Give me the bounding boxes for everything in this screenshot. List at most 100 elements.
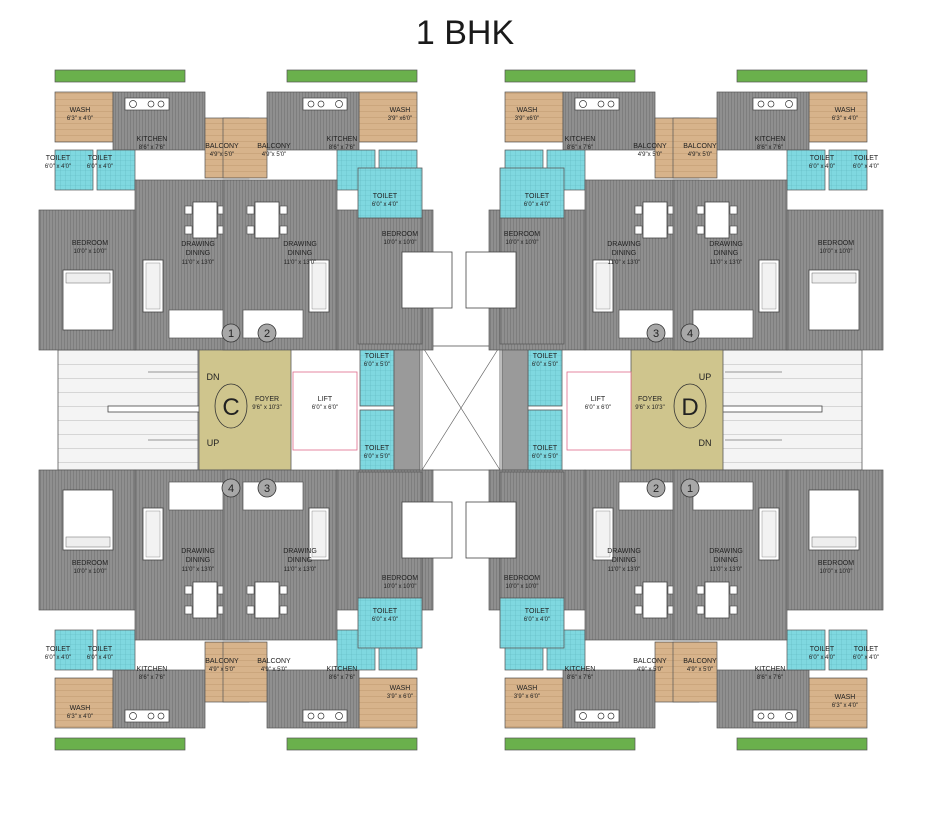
balcony-7-label: BALCONY [633, 658, 667, 665]
unit-number-circle-7 [646, 478, 666, 498]
toilet-tl1-dims: 6'0" x 4'0" [45, 164, 71, 170]
toilet-2 [96, 149, 136, 191]
core-bed-4 [465, 501, 517, 559]
drawing-dims-bottom-3: 11'0" x 13'0" [608, 567, 640, 573]
foyer-c-text-dims: 9'6" x 10'3" [252, 405, 282, 411]
kitchen-1-label: KITCHEN [137, 136, 168, 143]
kitchen-3-label: KITCHEN [565, 136, 596, 143]
kitchen-5-label: KITCHEN [137, 666, 168, 673]
toilet-2 [96, 629, 136, 671]
sofa [142, 259, 164, 313]
unit-number-circle-8 [680, 478, 700, 498]
core-toilet-d2-text-label: TOILET [533, 445, 558, 452]
toilet-1 [828, 629, 868, 671]
wash-tc-l-label: WASH [390, 107, 411, 114]
unit-number-2: 2 [264, 328, 270, 340]
kitchen-counter [302, 97, 348, 111]
kitchen-4-dims: 8'6" x 7'6" [757, 145, 783, 151]
bedroom-tr-label: BEDROOM [818, 240, 854, 247]
toilet-2 [786, 629, 826, 671]
dining-top-3: DINING [612, 250, 637, 257]
stair-up-d: UP [699, 372, 712, 382]
bed [808, 489, 860, 551]
balcony-4-label: BALCONY [683, 143, 717, 150]
core-toilet-d1-text-label: TOILET [533, 353, 558, 360]
bedroom-bc2-label: BEDROOM [504, 575, 540, 582]
wash-bc-l-label: WASH [390, 685, 411, 692]
unit-number-7: 2 [653, 483, 659, 495]
unit-number-circle-3 [646, 323, 666, 343]
unit-number-6: 3 [264, 483, 270, 495]
toilet-br1-dims: 6'0" x 4'0" [809, 655, 835, 661]
drawing-dims-top-2: 11'0" x 13'0" [284, 260, 316, 266]
balcony-1-dims: 4'9"x 5'0" [210, 152, 235, 158]
bedroom-bc1-dims: 10'0" x 10'0" [384, 584, 417, 590]
core-toilet-d2-text-dims: 6'0" x 5'0" [532, 454, 558, 460]
bedroom-tl-dims: 10'0" x 10'0" [74, 249, 107, 255]
unit-number-circle-2 [257, 323, 277, 343]
core-bottom-toilet-d [499, 597, 565, 649]
toilet-bc2-label: TOILET [525, 608, 550, 615]
wash-bc-l-dims: 3'9" x 6'0" [387, 694, 413, 700]
balcony-4-dims: 4'9"x 5'0" [688, 152, 713, 158]
garden-strip [736, 69, 868, 83]
core-toilet-d2 [527, 409, 563, 471]
wash-tr-dims: 6'3" x 4'0" [832, 116, 858, 122]
bedroom-tc2-label: BEDROOM [504, 231, 540, 238]
kitchen-8-label: KITCHEN [755, 666, 786, 673]
unit-number-4: 4 [687, 328, 693, 340]
wash-area [358, 91, 418, 143]
shaft-cross [421, 345, 501, 471]
dining-top-2: DINING [288, 250, 313, 257]
lift-d-text-label: LIFT [591, 396, 606, 403]
drawing-dims-top-1: 11'0" x 13'0" [182, 260, 214, 266]
bedroom-bc2-dims: 10'0" x 10'0" [506, 584, 539, 590]
toilet-bl1-label: TOILET [46, 646, 71, 653]
wash-area [54, 677, 114, 729]
kitchen-counter [752, 97, 798, 111]
lift-c-text-label: LIFT [318, 396, 333, 403]
kitchen-counter [574, 97, 620, 111]
core-toilet-c2-text-dims: 6'0" x 5'0" [364, 454, 390, 460]
balcony-1-label: BALCONY [205, 143, 239, 150]
drawing-bottom-4: DRAWING [709, 548, 743, 555]
bedroom-tc1-dims: 10'0" x 10'0" [384, 240, 417, 246]
balcony-area [222, 117, 268, 179]
kitchen-2-label: KITCHEN [327, 136, 358, 143]
toilet-bc1-label: TOILET [373, 608, 398, 615]
wash-bc-r-label: WASH [517, 685, 538, 692]
core-toilet-c1 [359, 345, 395, 407]
toilet-1 [828, 149, 868, 191]
balcony-area [672, 641, 718, 703]
garden-strip [286, 737, 418, 751]
drawing-bottom-3: DRAWING [607, 548, 641, 555]
wash-bl-label: WASH [70, 705, 91, 712]
stair-rail-2 [721, 405, 823, 413]
balcony-8-label: BALCONY [683, 658, 717, 665]
toilet-tr1-label: TOILET [810, 155, 835, 162]
unit-number-circle-1 [221, 323, 241, 343]
unit-number-1: 1 [228, 328, 234, 340]
kitchen-counter [574, 709, 620, 723]
stair-rail-1 [107, 405, 209, 413]
lift-c-text-dims: 6'0" x 6'0" [312, 405, 338, 411]
bedroom-tc1-label: BEDROOM [382, 231, 418, 238]
drawing-dims-bottom-1: 11'0" x 13'0" [182, 567, 214, 573]
toilet-bl1-dims: 6'0" x 4'0" [45, 655, 71, 661]
garden-strip [54, 737, 186, 751]
core-bed-1 [401, 251, 453, 309]
unit-number-8: 1 [687, 483, 693, 495]
bedroom-tl-label: BEDROOM [72, 240, 108, 247]
dining-bottom-2: DINING [288, 557, 313, 564]
toilet-tc1-label: TOILET [373, 193, 398, 200]
core-top-toilet-d [499, 167, 565, 219]
drawing-dims-top-4: 11'0" x 13'0" [710, 260, 742, 266]
wash-area [358, 677, 418, 729]
foyer-c-text-label: FOYER [255, 396, 279, 403]
kitchen-counter [302, 709, 348, 723]
bed [808, 269, 860, 331]
balcony-5-dims: 4'9" x 5'0" [209, 667, 235, 673]
foyer-d [630, 345, 724, 471]
lift-c [292, 371, 358, 451]
drawing-top-4: DRAWING [709, 241, 743, 248]
